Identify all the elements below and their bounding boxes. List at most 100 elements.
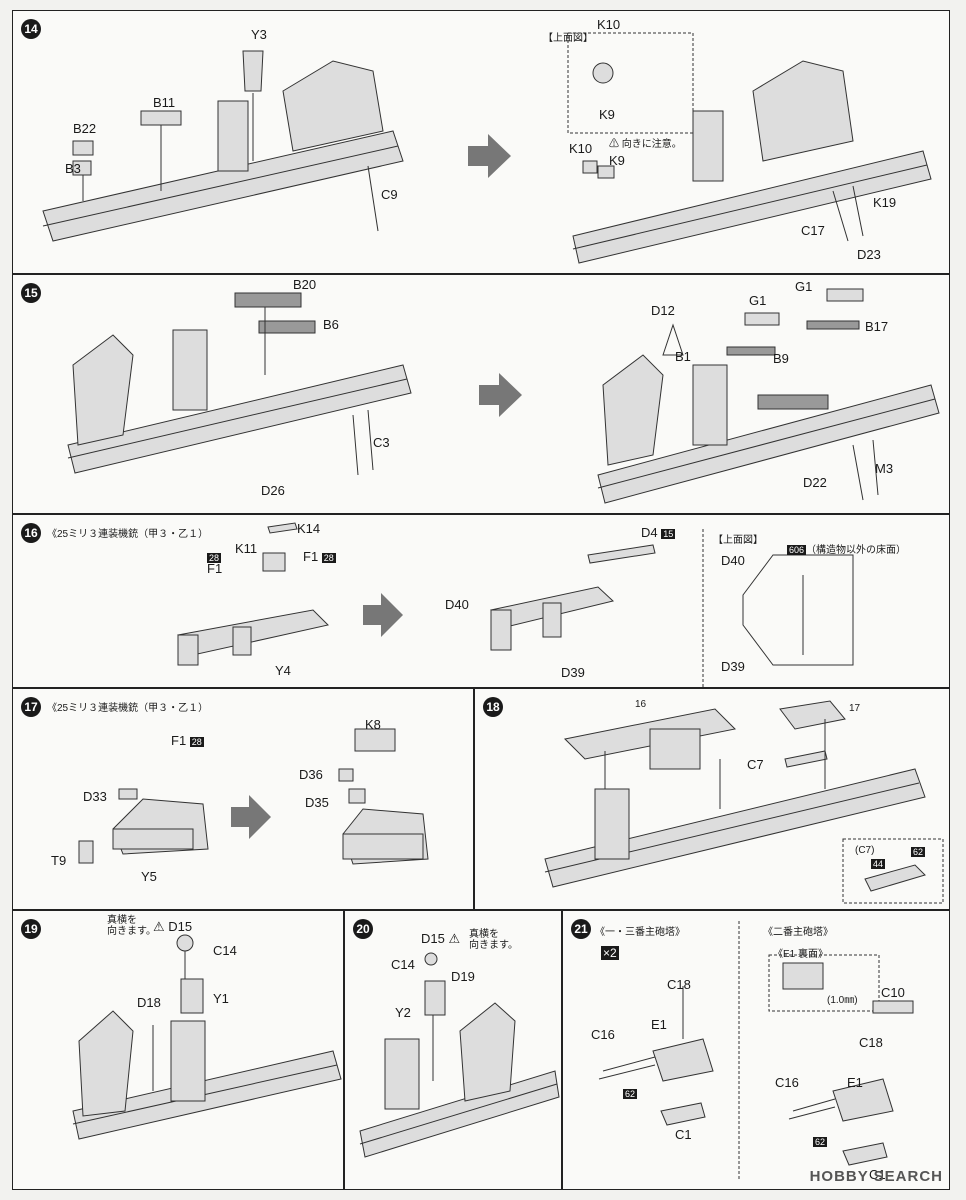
step-14-panel: 14 Y3 B11 B22 B3 C9 【上面図】 K10 K9 ⚠ 向きに注意… [12, 10, 950, 274]
part-label: G1 [749, 293, 767, 308]
step-number: 14 [21, 19, 41, 39]
part-label: K14 [297, 521, 321, 536]
part-label: D22 [803, 475, 827, 490]
part-label: C10 [881, 985, 905, 1000]
part-label: B22 [73, 121, 97, 136]
part-label: C16 [775, 1075, 799, 1090]
section-title: 《二番主砲塔》 [763, 927, 833, 938]
part-label: C3 [373, 435, 390, 450]
part-label: K19 [873, 195, 897, 210]
paint-tag: 28 [189, 737, 204, 747]
inset-tag: 62 [911, 847, 926, 857]
part-label: B6 [323, 317, 339, 332]
step-number: 15 [21, 283, 41, 303]
section-title: 《25ミリ３連装機銃（甲３・乙１） [47, 529, 209, 540]
top-view-caption: 【上面図】 [713, 535, 763, 546]
part-label: D39 [721, 659, 745, 674]
part-label: C9 [381, 187, 398, 202]
step-18-drawing [544, 700, 944, 904]
part-label: D36 [299, 767, 323, 782]
part-label: K10 [597, 17, 621, 32]
step-number: 20 [353, 919, 373, 939]
part-label: D15 ⚠ [421, 931, 461, 946]
part-label: K10 [569, 141, 593, 156]
paint-tag: 62 [623, 1089, 638, 1099]
step-17-panel: 17 《25ミリ３連装機銃（甲３・乙１） F1 28 D33 T9 Y5 K8 … [12, 688, 474, 910]
section-title: 《一・三番主砲塔》 [595, 927, 685, 938]
top-view-caption: 【上面図】 [543, 33, 593, 44]
part-label: D18 [137, 995, 161, 1010]
inset-caption: (C7) [855, 845, 875, 856]
quantity-badge: ×2 [601, 946, 619, 960]
paint-tag: 62 [813, 1137, 828, 1147]
part-label: Y2 [395, 1005, 411, 1020]
paint-note: 606（構造物以外の床面） [787, 545, 907, 556]
part-label: C16 [591, 1027, 615, 1042]
part-label: D40 [445, 597, 469, 612]
step-21-panel: 21 《一・三番主砲塔》 《二番主砲塔》 ×2 《E1 裏面》 C18 C16 … [562, 910, 950, 1190]
part-label: T9 [51, 853, 67, 868]
step-number: 16 [21, 523, 41, 543]
part-label: Y3 [251, 27, 267, 42]
part-label: 17 [849, 703, 861, 714]
part-label: C18 [859, 1035, 883, 1050]
part-label: D12 [651, 303, 675, 318]
part-label: M3 [875, 461, 894, 476]
part-label: F1 [207, 561, 223, 576]
caution-note: ⚠ 向きに注意。 [609, 139, 682, 150]
part-label: B1 [675, 349, 691, 364]
part-label: B11 [153, 95, 176, 110]
step-16-drawing [177, 522, 854, 687]
part-label: Y5 [141, 869, 157, 884]
inset-tag: 44 [871, 859, 886, 869]
watermark: HOBBY SEARCH [809, 1168, 943, 1185]
part-label: K11 [235, 541, 258, 556]
part-label: C14 [391, 957, 415, 972]
part-label: 16 [635, 699, 647, 710]
part-label: C7 [747, 757, 764, 772]
part-label: D33 [83, 789, 107, 804]
paint-tag: 28 [321, 553, 336, 563]
part-label: Y1 [213, 991, 229, 1006]
part-label: D39 [561, 665, 585, 680]
step-19-drawing [72, 934, 342, 1140]
warning-icon: ⚠ [609, 139, 619, 150]
step-14-drawing [42, 32, 932, 264]
part-label: E1 [847, 1075, 863, 1090]
part-label: C14 [213, 943, 237, 958]
part-label: D35 [305, 795, 329, 810]
part-label: Y4 [275, 663, 291, 678]
part-label: B9 [773, 351, 789, 366]
paint-tag: 606 [787, 545, 807, 555]
step-20-drawing [359, 952, 560, 1158]
warning-icon: ⚠ [153, 919, 165, 934]
part-label: K8 [365, 717, 381, 732]
step-15-panel: 15 B20 B6 C3 D26 G1 D12 G1 B17 B1 B9 M3 … [12, 274, 950, 514]
paint-tag: 28 [207, 553, 222, 563]
orientation-note: 真横を 向きます。 [469, 929, 518, 951]
step-19-panel: 19 真横を 向きます。 ⚠ D15 C14 Y1 D18 [12, 910, 344, 1190]
step-number: 17 [21, 697, 41, 717]
part-label: G1 [795, 279, 813, 294]
part-label: C1 [675, 1127, 692, 1142]
step-number: 18 [483, 697, 503, 717]
part-label: F1 28 [171, 733, 204, 748]
step-21-drawing [598, 921, 914, 1181]
orientation-note: 真横を 向きます。 [107, 915, 156, 937]
step-number: 21 [571, 919, 591, 939]
part-label: C17 [801, 223, 825, 238]
warning-icon: ⚠ [448, 931, 461, 946]
part-label: D4 15 [641, 525, 676, 540]
part-label: E1 [651, 1017, 667, 1032]
part-label: C1 [869, 1167, 886, 1182]
paint-tag: 15 [661, 529, 676, 539]
step-17-drawing [78, 728, 429, 865]
part-label: K9 [609, 153, 625, 168]
drill-note: (1.0㎜) [827, 995, 858, 1006]
part-label: D40 [721, 553, 745, 568]
step-20-panel: 20 D15 ⚠ 真横を 向きます。 C14 D19 Y2 [344, 910, 562, 1190]
part-label: 28 [207, 549, 222, 564]
part-label: D19 [451, 969, 475, 984]
part-label: B20 [293, 277, 317, 292]
part-label: D23 [857, 247, 881, 262]
